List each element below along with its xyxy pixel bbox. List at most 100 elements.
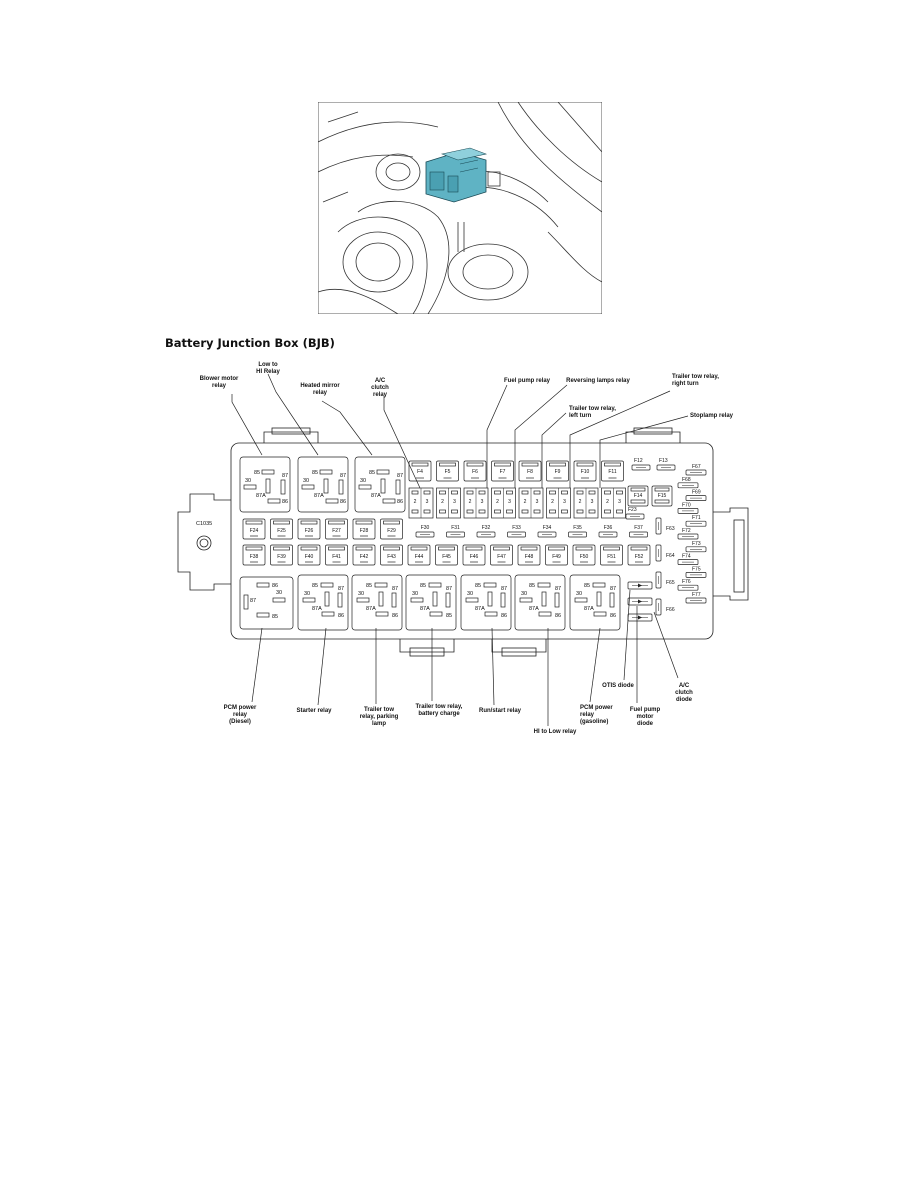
fuse-f30: F30: [415, 525, 435, 538]
micro-relay-pin: 3: [426, 499, 429, 505]
connector-c1035-bolt-inner: [199, 538, 209, 548]
fuse-label: F33: [512, 525, 521, 531]
fuse-f41: F41: [325, 544, 348, 566]
fuse-f69: F69: [685, 490, 707, 501]
fuse-f40: F40: [297, 544, 321, 566]
fuse-f49: F49: [545, 544, 568, 566]
lower-relay-pin: 30: [304, 591, 310, 597]
lower-relay-pin: 87A: [366, 606, 376, 612]
fuse-f27: F27: [325, 518, 348, 540]
lower-relay-pin: 87A: [529, 606, 539, 612]
lower-relay-pin: 87A: [584, 606, 594, 612]
micro-relay-pin: 3: [591, 499, 594, 505]
fuse-f51: F51: [600, 544, 623, 566]
connector-label: C1035: [196, 521, 212, 527]
fuse-label: F32: [482, 525, 491, 531]
lower-relay-pin: 85: [529, 583, 535, 589]
section-title: Battery Junction Box (BJB): [165, 336, 335, 350]
fuse-label: F23: [628, 507, 637, 513]
fuse-label: F13: [659, 458, 668, 464]
right-mount-tab-slot: [733, 519, 745, 593]
fuse-f47: F47: [490, 544, 513, 566]
fuse-f37: F37: [629, 525, 648, 538]
callout-trailer-tow-right: Trailer tow relay,right turn: [672, 374, 719, 387]
upper-relay-pin: 85: [254, 470, 260, 476]
right-mount-tab: [713, 507, 749, 601]
lower-relay-pin: 85: [420, 583, 426, 589]
fuse-label: F77: [692, 592, 701, 598]
lower-relay-pin: 85: [584, 583, 590, 589]
lower-relay-pin: 87A: [420, 606, 430, 612]
fuse-label: F28: [360, 528, 369, 534]
bottom-tab-left-clip: [409, 647, 445, 657]
micro-relay-pin: 3: [563, 499, 566, 505]
fuse-label: F41: [332, 554, 341, 560]
fuse-f65: F65: [655, 571, 675, 589]
fuse-f44: F44: [407, 544, 431, 566]
fuse-label: F43: [387, 554, 396, 560]
fuse-f66: F66: [655, 598, 675, 616]
relay-pin: 87: [250, 598, 256, 604]
fuse-label: F47: [497, 554, 506, 560]
micro-relay-pin: 2: [524, 499, 527, 505]
fuse-label: F5: [445, 469, 451, 475]
fuse-f39: F39: [270, 544, 293, 566]
diode-fuel-pump-motor: [627, 597, 653, 606]
lower-relay-pin: 85: [446, 613, 452, 619]
callout-trailer-tow-left: Trailer tow relay,left turn: [569, 406, 616, 419]
upper-relay-pin: 87A: [371, 493, 381, 499]
fuse-f43: F43: [380, 544, 403, 566]
upper-relay-pin: 86: [397, 499, 403, 505]
callout-hi-to-low-relay: HI to Low relay: [534, 729, 577, 735]
upper-relay-pin: 87A: [256, 493, 266, 499]
micro-relay-pin: 3: [481, 499, 484, 505]
callout-otis-diode: OTIS diode: [602, 683, 634, 689]
connector-c1035-body: [177, 493, 231, 591]
micro-relay-pin: 2: [414, 499, 417, 505]
fuse-f48: F48: [517, 544, 541, 566]
fuse-f75: F75: [685, 566, 707, 578]
fuse-f9: F9: [546, 460, 569, 482]
fuse-label: F11: [608, 469, 616, 475]
upper-relay-pin: 30: [303, 478, 309, 484]
fuse-f52: F52: [627, 544, 651, 566]
fuse-label: F24: [250, 528, 259, 534]
fuse-label: F75: [692, 566, 701, 572]
fuse-label: F30: [421, 525, 430, 531]
fuse-label: F49: [552, 554, 561, 560]
diode-ac-clutch: [627, 613, 653, 622]
callout-trailer-tow-battery: Trailer tow relay,battery charge: [416, 704, 463, 717]
fuse-label: F50: [580, 554, 589, 560]
fuse-label: F39: [277, 554, 286, 560]
fuse-label: F74: [682, 554, 691, 560]
fuse-f63: F63: [655, 517, 675, 535]
lower-relay-pin: 87: [501, 586, 507, 592]
fuse-f70: F70: [677, 502, 699, 514]
bottom-tab-right: [491, 639, 547, 653]
lower-relay-pin: 30: [576, 591, 582, 597]
relay-pin: 86: [272, 583, 278, 589]
fuse-label: F44: [415, 554, 424, 560]
lower-relay-pin: 30: [412, 591, 418, 597]
upper-relay-pin: 87A: [314, 493, 324, 499]
fuse-f7: F7: [491, 460, 514, 482]
lower-relay-pin: 30: [358, 591, 364, 597]
fuse-f6: F6: [463, 460, 487, 482]
bottom-tab-right-clip: [501, 647, 537, 657]
fuse-f76: F76: [677, 579, 699, 591]
fuse-f38: F38: [242, 544, 266, 566]
lower-relay-pin: 86: [501, 613, 507, 619]
